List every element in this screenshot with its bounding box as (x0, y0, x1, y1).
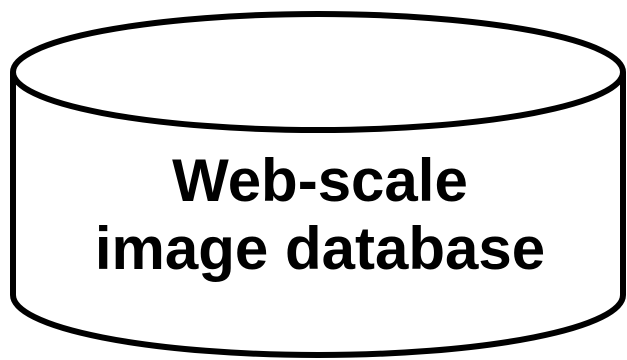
database-label-line-1: Web-scale (172, 147, 468, 214)
cylinder-top (10, 11, 626, 133)
database-label: Web-scale image database (40, 140, 600, 290)
database-label-line-2: image database (94, 215, 546, 282)
cylinder-body (10, 72, 626, 358)
